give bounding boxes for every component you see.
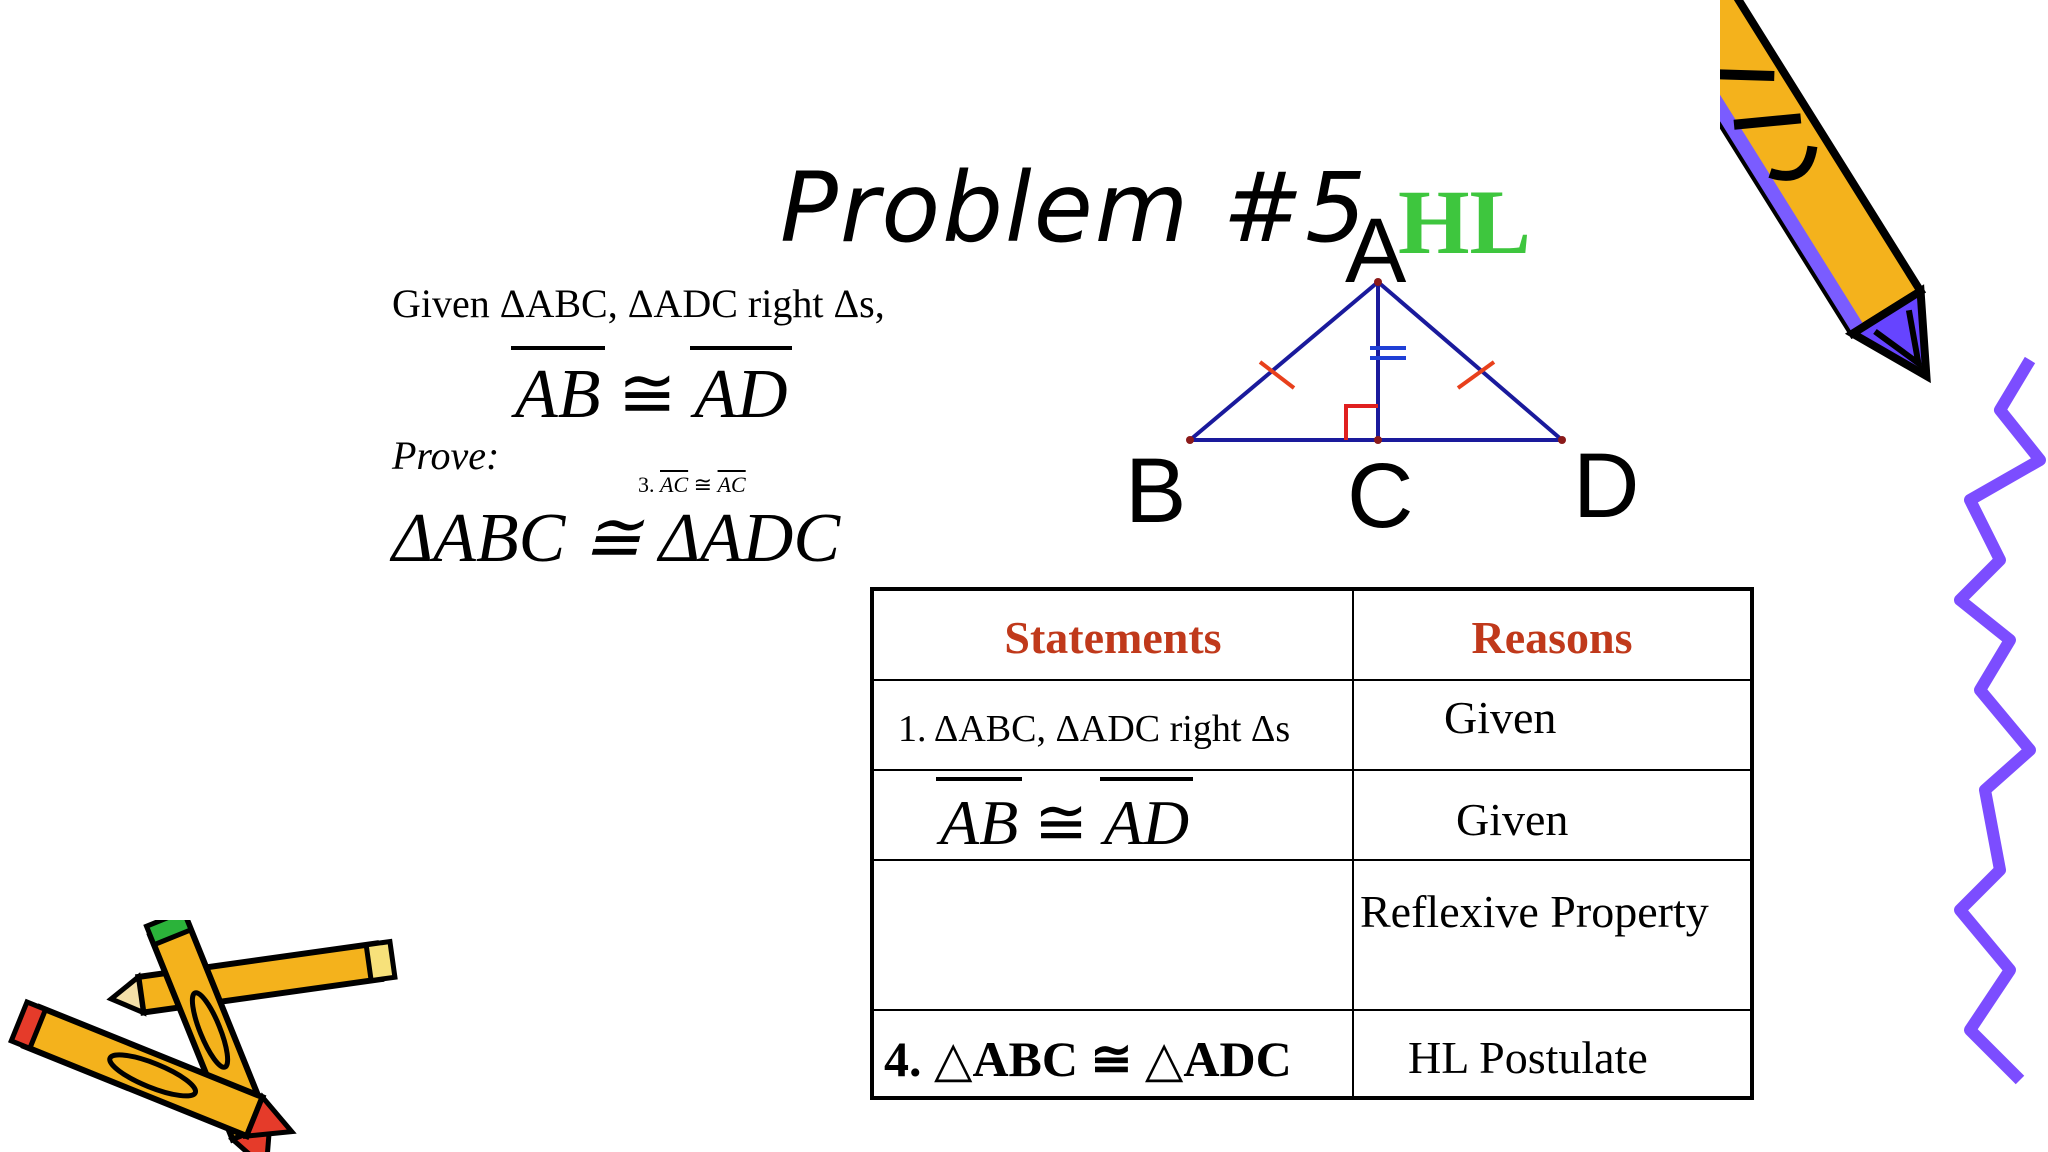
table-row-1-reason: Given [1354,681,1750,771]
segment-ad: AD [690,346,792,433]
reflexive-note: 3. AC ≅ AC [638,472,746,498]
proof-table: Statements Reasons 1. ΔABC, ΔADC right Δ… [870,587,1754,1100]
congruent-symbol: ≅ [618,356,677,433]
point-c-label: C [1347,445,1414,547]
crossed-pencils-icon [8,920,398,1152]
purple-squiggle-icon [1954,356,2046,1085]
table-row-2-statement: AB ≅ AD [874,771,1354,861]
table-row-2-reason: Given [1354,771,1750,861]
table-row-4-statement: 4. △ABC ≅ △ADC [874,1011,1354,1096]
right-angle-mark [1344,404,1378,440]
prove-statement: ΔABC ≅ ΔADC [392,500,841,577]
table-row-3-reason: Reflexive Property [1354,861,1750,1011]
row2-segment-ad: AD [1099,777,1194,858]
method-label: HL [1398,171,1531,273]
point-b-label: B [1125,440,1187,542]
prove-label: Prove: [392,433,500,478]
tick-ad [1456,360,1496,390]
note-segment-right: AC [717,472,746,497]
point-a-label: A [1345,200,1407,302]
segment-ab: AB [511,346,605,433]
triangle-diagram [1186,278,1566,444]
given-line: Given ΔABC, ΔADC right Δs, [392,281,885,326]
tick-ab [1258,360,1296,390]
row2-segment-ab: AB [935,777,1023,858]
note-number: 3. [638,472,655,497]
given-congruence: AB ≅ AD [511,346,792,433]
note-symbol: ≅ [693,472,713,497]
table-row-4-reason: HL Postulate [1408,1032,1648,1083]
note-segment-left: AC [660,472,689,497]
page-title: Problem #5 [780,152,1369,264]
table-row-3-statement [874,861,1354,1011]
header-reasons: Reasons [1354,591,1750,681]
header-statements: Statements [874,591,1354,681]
pencil-clipart-icon [1720,0,1931,384]
table-row-1-statement: 1. ΔABC, ΔADC right Δs [874,681,1354,771]
row2-congruent-symbol: ≅ [1034,787,1088,858]
point-d-label: D [1573,435,1640,537]
